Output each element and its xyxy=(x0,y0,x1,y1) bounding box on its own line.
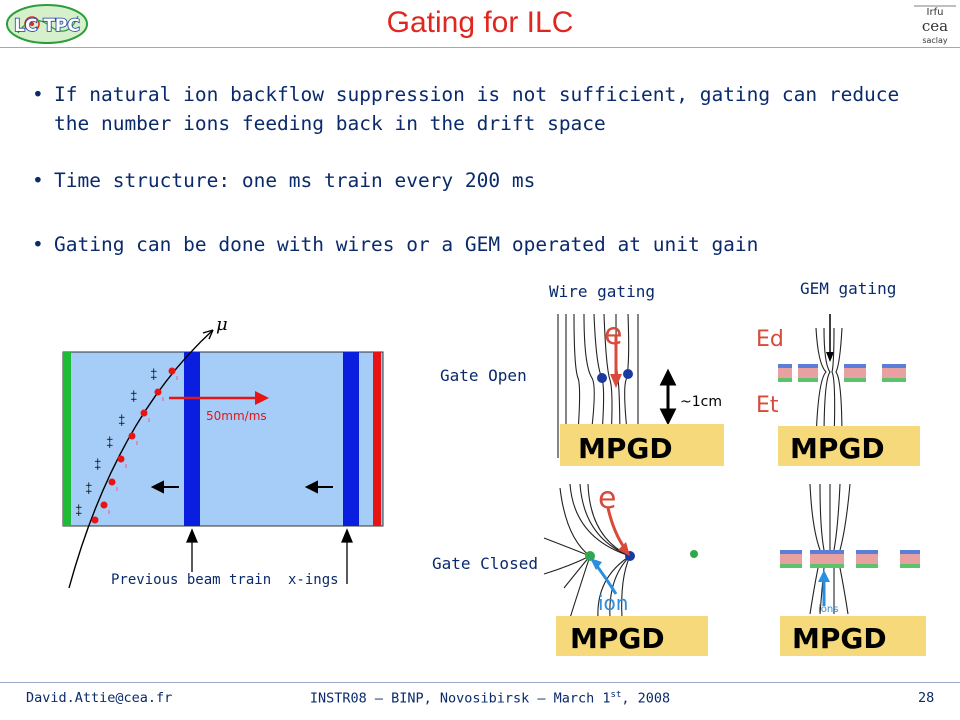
svg-text:+: + xyxy=(130,395,138,405)
previous-train-pointers xyxy=(186,528,353,584)
lctpc-logo-text: LC TPC xyxy=(14,16,80,36)
svg-text:+: + xyxy=(106,441,114,451)
gem-foils xyxy=(780,550,920,568)
electron-label: e xyxy=(598,481,616,516)
svg-text:+: + xyxy=(150,367,158,377)
svg-text:+: + xyxy=(118,419,126,429)
anode-plane xyxy=(373,352,381,526)
bullet-time-structure: • Time structure: one ms train every 200 … xyxy=(32,166,934,195)
footer-conference: INSTR08 – BINP, Novosibirsk – March 1st,… xyxy=(300,690,680,707)
gate-wire-positive xyxy=(690,550,698,558)
footer-conference-sup: st xyxy=(610,690,622,700)
charge-trails xyxy=(108,376,178,514)
wire-gating-open-panel: e ~1cm MPGD xyxy=(557,313,724,466)
svg-text:+: + xyxy=(118,413,126,423)
svg-text:+: + xyxy=(94,457,102,467)
bullet-text: Gating can be done with wires or a GEM o… xyxy=(54,233,759,256)
ion-label: ion xyxy=(598,591,628,615)
field-lines xyxy=(815,327,843,441)
lctpc-logo: LC TPC xyxy=(6,4,88,44)
muon-arrowhead xyxy=(202,329,214,340)
field-lines xyxy=(809,483,851,615)
gem-gating-open-panel: Ed Et MPGD xyxy=(756,314,920,466)
footer-conference-year: , 2008 xyxy=(621,690,671,707)
bullet-gating-methods: • Gating can be done with wires or a GEM … xyxy=(32,230,934,259)
previous-train-caption: Previous beam train x-ings xyxy=(111,572,339,588)
et-label: Et xyxy=(756,393,779,418)
gate-plane-right xyxy=(343,352,359,526)
svg-text:+: + xyxy=(106,435,114,445)
gate-plane-left xyxy=(184,352,200,526)
mpgd-pad xyxy=(778,426,920,466)
mpgd-pad xyxy=(560,424,724,466)
bullet-text: Time structure: one ms train every 200 m… xyxy=(54,169,536,192)
title-bar xyxy=(0,0,960,48)
slide-title: Gating for ILC xyxy=(386,6,574,39)
gem-gating-closed-panel: ions MPGD xyxy=(780,483,926,656)
gate-wire xyxy=(623,369,633,379)
gate-closed-label: Gate Closed xyxy=(432,554,538,573)
cea-logo-text: cea xyxy=(922,17,948,35)
bullet-text: If natural ion backflow suppression is n… xyxy=(54,83,900,135)
mpgd-label: MPGD xyxy=(570,622,665,655)
svg-text:+: + xyxy=(85,481,93,491)
wire-gating-closed-panel: e ion MPGD xyxy=(543,481,708,656)
svg-text:+: + xyxy=(85,487,93,497)
drift-velocity-arrowhead xyxy=(255,391,269,405)
ion-charges: ++ ++ ++ ++ ++ ++ ++ xyxy=(75,367,158,519)
ionization-electrons xyxy=(91,367,176,524)
mpgd-pad xyxy=(556,616,708,656)
gate-open-label: Gate Open xyxy=(440,366,527,385)
distance-label: ~1cm xyxy=(680,394,722,410)
mpgd-label: MPGD xyxy=(792,622,887,655)
gate-wire-positive xyxy=(585,551,595,561)
ion-drift-arrows xyxy=(150,480,333,494)
footer-conference-text: INSTR08 – BINP, Novosibirsk – March 1 xyxy=(309,690,611,707)
svg-text:+: + xyxy=(75,509,83,519)
bullet-dot: • xyxy=(32,233,44,256)
irfu-cea-logo: Irfu cea saclay xyxy=(914,5,956,45)
drift-space-diagram: μ ++ ++ ++ ++ ++ ++ ++ 50mm/ms Previous … xyxy=(62,314,384,589)
gate-wire xyxy=(597,373,607,383)
mpgd-label: MPGD xyxy=(578,432,673,465)
gem-gating-label: GEM gating xyxy=(800,279,897,298)
footer-email: David.Attie@cea.fr xyxy=(26,690,173,706)
cathode-plane xyxy=(63,352,71,526)
footer-divider xyxy=(0,682,960,683)
bullet-dot: • xyxy=(32,83,44,106)
drift-velocity-label: 50mm/ms xyxy=(206,409,267,423)
page-number: 28 xyxy=(918,690,935,706)
ions-label: ions xyxy=(818,604,838,615)
distance-arrow xyxy=(659,368,677,426)
muon-track xyxy=(68,329,214,589)
gem-foils xyxy=(778,364,906,382)
bullet-dot: • xyxy=(32,169,44,192)
wire-gating-label: Wire gating xyxy=(549,282,655,301)
mpgd-pad xyxy=(780,616,926,656)
svg-text:+: + xyxy=(150,373,158,383)
svg-text:+: + xyxy=(130,389,138,399)
muon-label: μ xyxy=(216,314,228,335)
irfu-logo-text: Irfu xyxy=(927,7,944,18)
svg-text:+: + xyxy=(94,463,102,473)
saclay-logo-text: saclay xyxy=(922,36,948,45)
ed-label: Ed xyxy=(756,327,784,352)
bullet-ion-backflow: • If natural ion backflow suppression is … xyxy=(32,80,934,138)
mpgd-label: MPGD xyxy=(790,432,885,465)
electron-label: e xyxy=(604,317,622,352)
svg-text:+: + xyxy=(75,503,83,513)
drift-volume xyxy=(62,351,384,527)
